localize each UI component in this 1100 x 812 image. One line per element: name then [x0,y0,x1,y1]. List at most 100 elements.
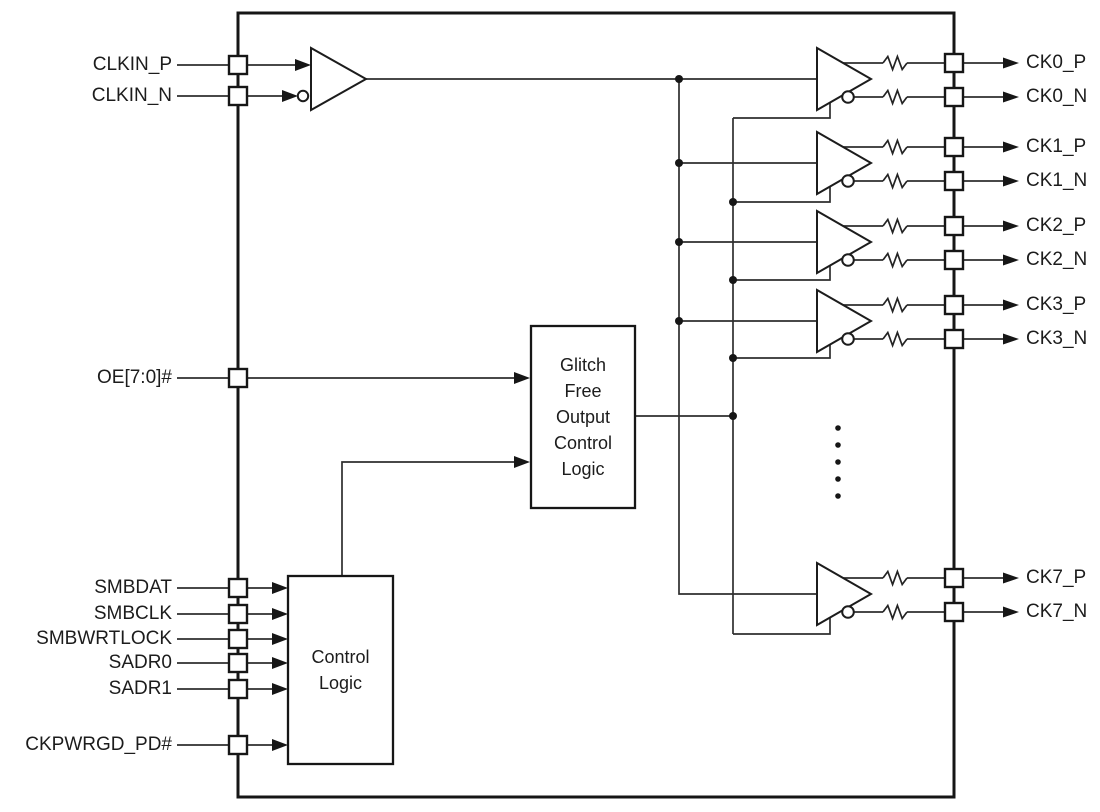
pin-label-ck2-p: CK2_P [1026,215,1087,236]
ellipsis-dot [835,493,841,499]
pin-label-sadr1: SADR1 [108,678,172,699]
arrow-icon-sadr0 [272,657,288,669]
pad-smbdat [227,577,249,599]
arrow-icon-ck7-n [1003,606,1019,618]
wire-enable-ck1 [733,184,831,203]
wire-clock-trunk [678,79,817,595]
pad-sadr0 [227,652,249,674]
pin-label-ck1-p: CK1_P [1026,136,1087,157]
ck1-inversion-bubble-icon [841,174,855,188]
pad-clkin-p [227,54,249,76]
io-pads [227,52,965,756]
arrow-icon-sadr1 [272,683,288,695]
resistor-icon-ck1-n [882,172,908,190]
pin-label-clkin-n: CLKIN_N [91,85,172,106]
pin-label-ck2-n: CK2_N [1026,249,1088,270]
wire-enable-ck3 [733,342,831,359]
pad-ck7-p [943,567,965,589]
pad-smbwrtlock [227,628,249,650]
resistor-icon-ck3-p [882,296,908,314]
pad-ck1-p [943,136,965,158]
resistor-icon-ck7-n [882,603,908,621]
pad-ck2-p [943,215,965,237]
pin-label-ckpwrgd-pd: CKPWRGD_PD# [25,734,172,755]
glitch-free-block-label-wrap: Glitch Free Output Control Logic [531,326,635,508]
arrow-icon-smbclk [272,608,288,620]
resistor-icon-ck7-p [882,569,908,587]
arrow-icon-ck3-p [1003,299,1019,311]
junction-dot [729,412,737,420]
pin-label-ck0-n: CK0_N [1026,86,1088,107]
arrow-icon-ck0-n [1003,91,1019,103]
pin-label-ck3-p: CK3_P [1026,294,1087,315]
control-logic-block-label-wrap: Control Logic [288,576,393,764]
arrow-icon-ck2-p [1003,220,1019,232]
wire-control-to-glitch [341,461,518,576]
pin-label-oe: OE[7:0]# [97,367,172,388]
pad-ck3-n [943,328,965,350]
arrow-icon-ck0-p [1003,57,1019,69]
ellipsis-dot [835,442,841,448]
ck2-inversion-bubble-icon [841,253,855,267]
arrow-icon-clkin-p [295,59,311,71]
resistor-icon-ck0-p [882,54,908,72]
chip-boundary [236,11,956,799]
arrow-icon-ckpwrgd-pd [272,739,288,751]
pin-label-clkin-p: CLKIN_P [92,54,172,75]
junction-dot [675,238,683,246]
arrow-icon-oe [514,372,530,384]
resistor-icon-ck2-n [882,251,908,269]
junction-dot [675,159,683,167]
pin-label-ck3-n: CK3_N [1026,328,1088,349]
ellipsis-dot [835,459,841,465]
pin-label-smbclk: SMBCLK [93,603,172,624]
pin-label-smbdat: SMBDAT [94,577,172,598]
arrow-icon-ck1-p [1003,141,1019,153]
resistor-icon-ck0-n [882,88,908,106]
pad-oe [227,367,249,389]
input-buffer-triangle [310,46,369,112]
arrow-icon-smbdat [272,582,288,594]
pad-ck1-n [943,170,965,192]
wire-enable-ck7 [733,616,831,635]
junction-dot [675,317,683,325]
arrow-icon-control-to-glitch [514,456,530,468]
clkin-n-inversion-bubble-icon [296,89,310,103]
buffers [296,46,874,627]
arrowheads [272,57,1019,751]
pin-label-ck7-p: CK7_P [1026,567,1087,588]
pad-ck0-n [943,86,965,108]
pin-label-smbwrtlock: SMBWRTLOCK [36,628,172,649]
pad-ck2-n [943,249,965,271]
ellipsis-dot [835,425,841,431]
pin-label-ck0-p: CK0_P [1026,52,1087,73]
junction-dots [675,75,737,420]
pad-ck7-n [943,601,965,623]
junction-dot [729,276,737,284]
pad-ckpwrgd-pd [227,734,249,756]
pad-sadr1 [227,678,249,700]
pad-ck0-p [943,52,965,74]
wire-enable-ck0 [733,100,831,119]
pin-label-ck7-n: CK7_N [1026,601,1088,622]
wire-enable-ck2 [733,263,831,281]
pad-smbclk [227,603,249,625]
control-logic-block [286,574,395,766]
control-logic-block-label: Control Logic [311,647,370,693]
ck0-inversion-bubble-icon [841,90,855,104]
junction-dot [729,198,737,206]
arrow-icon-ck1-n [1003,175,1019,187]
pin-label-sadr0: SADR0 [108,652,172,673]
resistor-icon-ck3-n [882,330,908,348]
resistor-icon-ck2-p [882,217,908,235]
arrow-icon-ck2-n [1003,254,1019,266]
ck3-inversion-bubble-icon [841,332,855,346]
arrow-icon-ck3-n [1003,333,1019,345]
junction-dot [675,75,683,83]
pin-label-ck1-n: CK1_N [1026,170,1088,191]
ck7-inversion-bubble-icon [841,605,855,619]
arrow-icon-smbwrtlock [272,633,288,645]
ellipsis-dots-icon [835,425,841,499]
